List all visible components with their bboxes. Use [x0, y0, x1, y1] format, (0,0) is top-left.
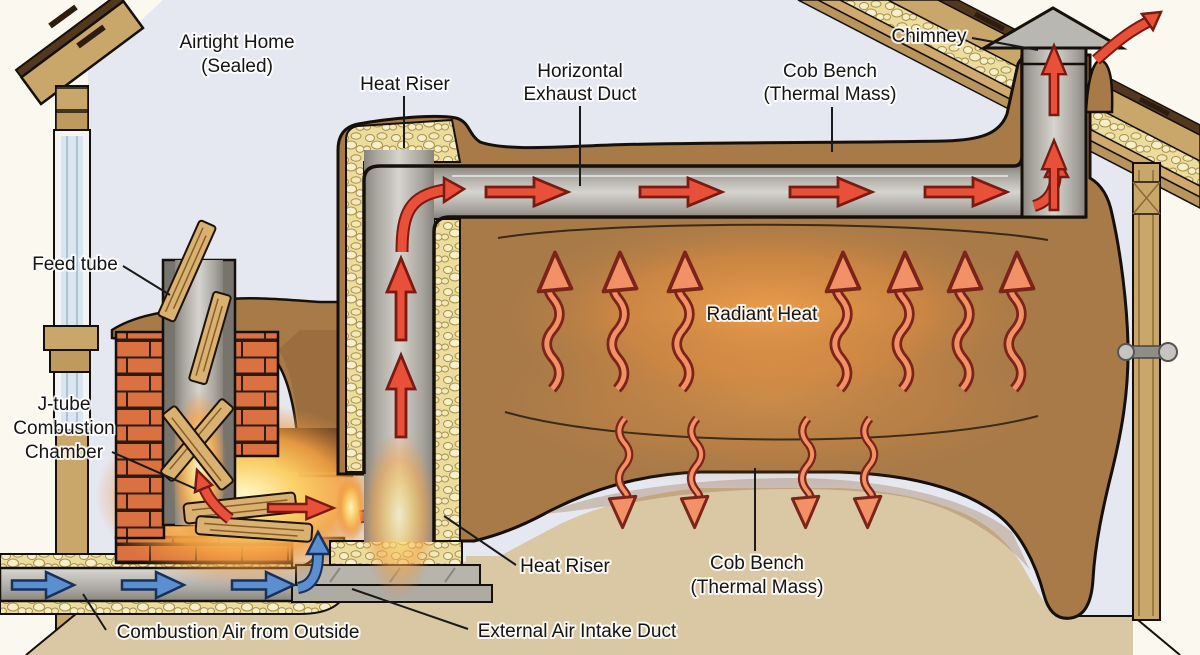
door — [1132, 162, 1161, 621]
leader-line — [82, 593, 107, 631]
brick-pier-left — [114, 330, 166, 540]
cold-air-arrows — [10, 529, 333, 600]
labels: Airtight Home (Sealed) Heat Riser Horizo… — [11, 24, 969, 645]
cold-flow-arrow-icon — [304, 529, 333, 556]
bench-heat-glow — [470, 310, 1070, 490]
hot-flow-arrow-icon — [193, 467, 215, 494]
label-combustion-air: Combustion Air from Outside — [117, 622, 360, 643]
label-feed-tube: Feed tube — [32, 254, 118, 275]
wall-top-plate — [55, 87, 89, 111]
label-horizontal-duct: Horizontal — [537, 61, 623, 82]
burn-tunnel-glow — [336, 474, 366, 541]
firewood-sticks — [157, 219, 314, 543]
leader-line — [351, 588, 469, 630]
riser-glow — [361, 430, 437, 600]
right-wall-door — [1132, 162, 1181, 655]
leader-line — [443, 515, 517, 566]
left-roof — [14, 0, 145, 106]
label-external-air-duct: External Air Intake Duct — [478, 621, 677, 642]
label-horizontal-duct-2: Exhaust Duct — [524, 84, 638, 105]
label-chimney: Chimney — [892, 26, 967, 47]
label-airtight-home: Airtight Home — [179, 32, 294, 53]
window-sill — [43, 325, 99, 351]
label-jtube-3: Chamber — [25, 442, 104, 463]
label-cob-bench-top: Cob Bench — [783, 61, 877, 82]
leader-line — [111, 451, 197, 490]
leader-lines — [82, 37, 1039, 631]
label-cob-bench-bottom-2: (Thermal Mass) — [690, 577, 823, 598]
exhaust-exit-arrow-icon — [1139, 10, 1164, 33]
hot-exhaust-arrows — [385, 10, 1164, 439]
label-cob-bench-top-2: (Thermal Mass) — [763, 84, 896, 105]
door-knob — [1117, 342, 1178, 362]
label-radiant-heat: Radiant Heat — [707, 304, 819, 325]
shingle-ticks — [48, 4, 106, 49]
label-heat-riser-top: Heat Riser — [360, 74, 450, 95]
label-jtube: J-tube — [38, 394, 91, 415]
hot-flow-arrow-icon — [442, 175, 467, 205]
leader-line — [122, 265, 171, 296]
label-heat-riser-bottom: Heat Riser — [520, 556, 610, 577]
leader-line — [971, 37, 1039, 51]
label-cob-bench-bottom: Cob Bench — [710, 553, 804, 574]
brick-pier-right — [230, 330, 280, 458]
window-glass — [61, 136, 83, 424]
cob-contour — [497, 223, 1049, 241]
cob-contour — [504, 411, 1039, 441]
label-jtube-2: Combustion — [13, 418, 114, 439]
label-airtight-home-2: (Sealed) — [201, 56, 273, 77]
threshold-line — [1137, 619, 1181, 655]
